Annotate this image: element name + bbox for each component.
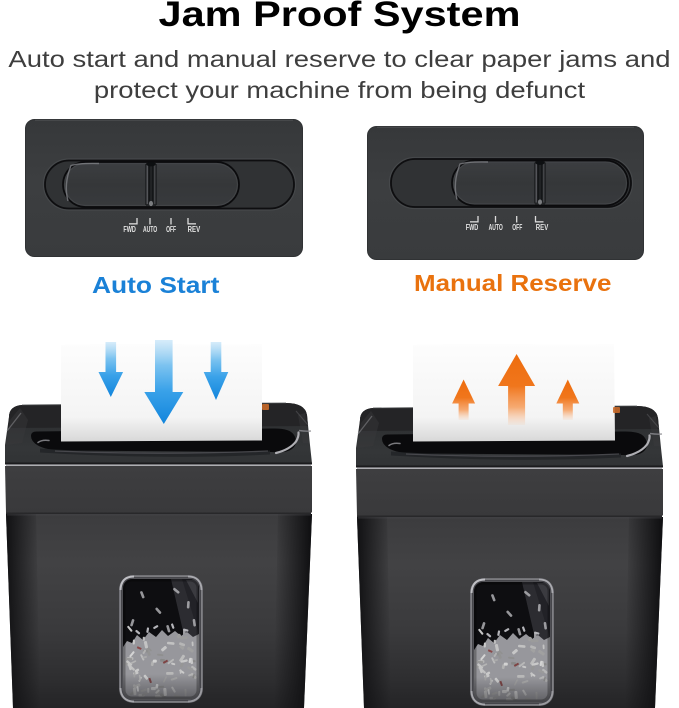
svg-text:REV: REV [188,225,201,234]
svg-text:OFF: OFF [166,225,176,234]
svg-text:REV: REV [536,223,549,232]
svg-text:OFF: OFF [512,223,522,232]
svg-text:AUTO: AUTO [143,225,157,234]
svg-text:AUTO: AUTO [489,223,503,232]
svg-text:FWD: FWD [123,225,136,234]
svg-text:FWD: FWD [466,223,479,232]
